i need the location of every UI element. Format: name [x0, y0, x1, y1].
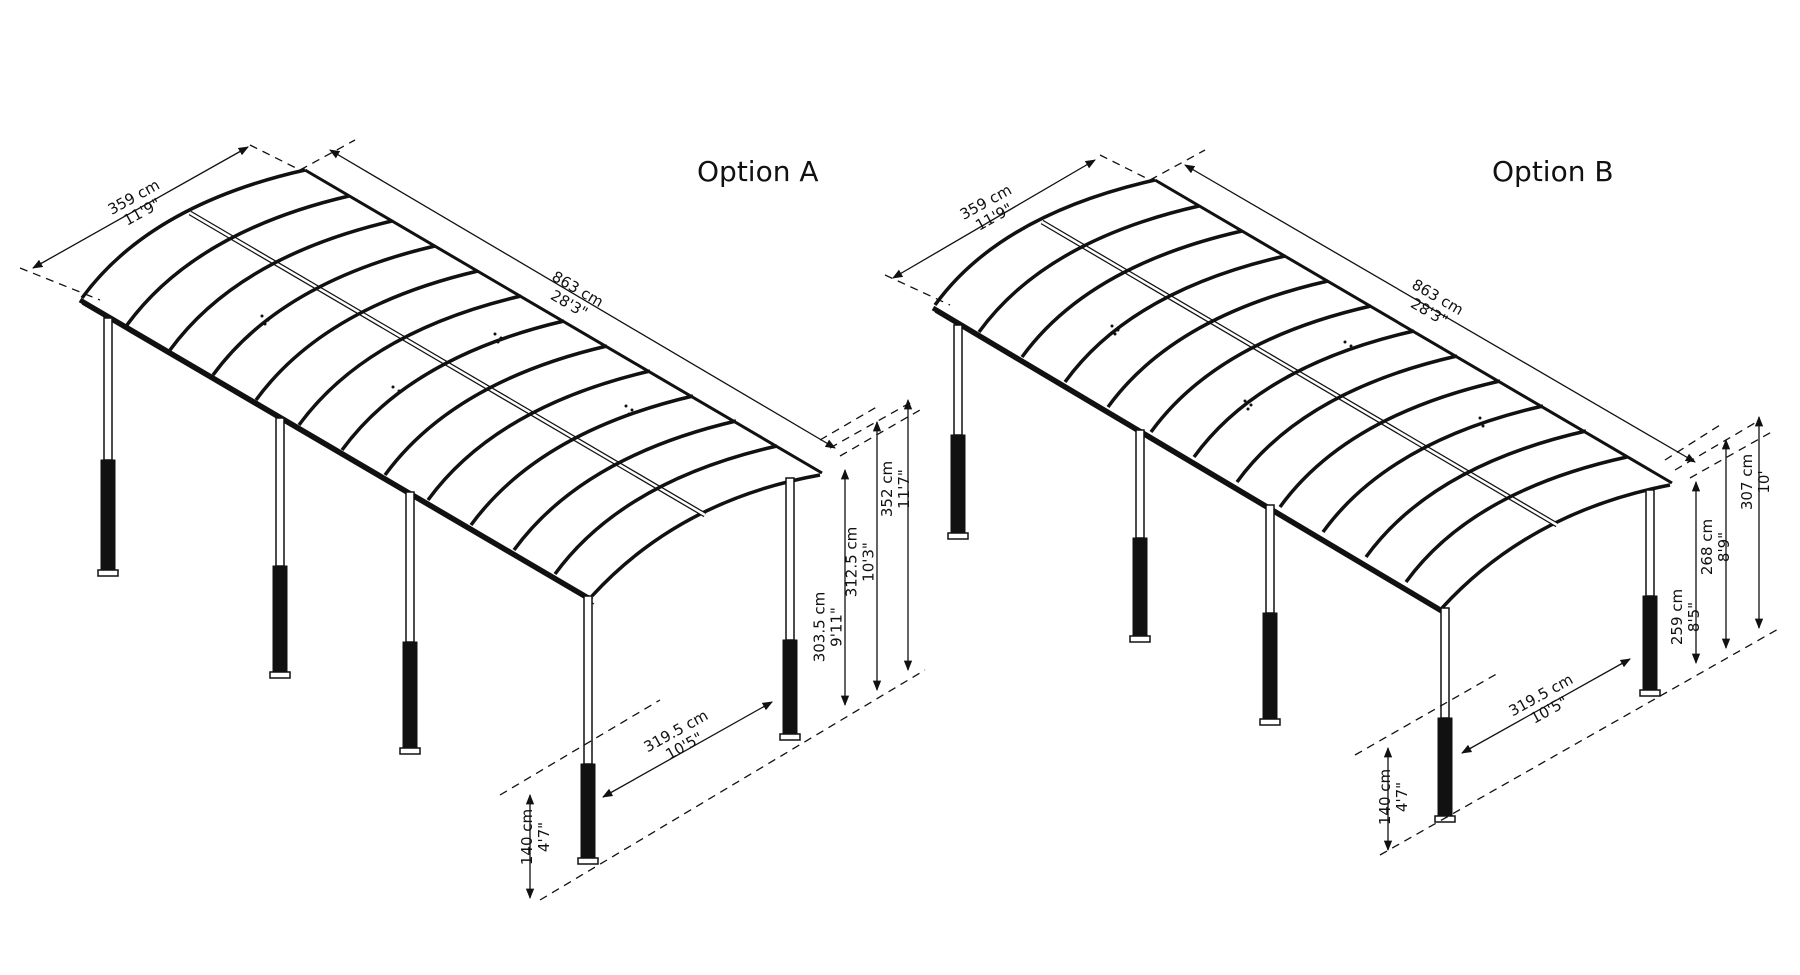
post: [399, 491, 421, 755]
base-height-label: 140 cm 4'7": [1376, 768, 1412, 826]
width-dimension-line: [19, 144, 301, 301]
option-a-drawing: [19, 139, 926, 901]
post: [577, 595, 599, 865]
base-height-label: 140 cm 4'7": [518, 808, 554, 866]
length-dimension-line: [1149, 149, 1696, 463]
height-dimension-lines: [499, 398, 926, 901]
option-a-title: Option A: [697, 155, 819, 188]
mid-height-label: 312.5 cm 10'3": [842, 526, 878, 598]
post: [1639, 489, 1661, 697]
fastener-dots: [260, 314, 634, 416]
roof-a: [78, 168, 823, 605]
eave-height-label: 259 cm 8'5": [1668, 588, 1704, 646]
posts-a: [97, 317, 801, 865]
height-dimension-lines: [1354, 415, 1781, 856]
posts-b: [947, 324, 1661, 823]
fastener-dots: [1110, 324, 1488, 428]
post: [1434, 607, 1456, 823]
post: [269, 417, 291, 679]
post: [947, 324, 969, 540]
eave-height-label: 303.5 cm 9'11": [810, 591, 846, 663]
peak-height-label: 352 cm 11'7": [878, 460, 914, 518]
post: [1259, 504, 1281, 726]
length-dimension-line: [299, 139, 836, 449]
post: [97, 317, 119, 577]
option-b-title: Option B: [1492, 155, 1614, 188]
post: [779, 477, 801, 741]
roof-b: [931, 178, 1673, 617]
post: [1129, 429, 1151, 643]
option-b-drawing: [884, 149, 1781, 856]
mid-height-label: 268 cm 8'9": [1698, 518, 1734, 576]
peak-height-label: 307 cm 10': [1738, 453, 1774, 511]
